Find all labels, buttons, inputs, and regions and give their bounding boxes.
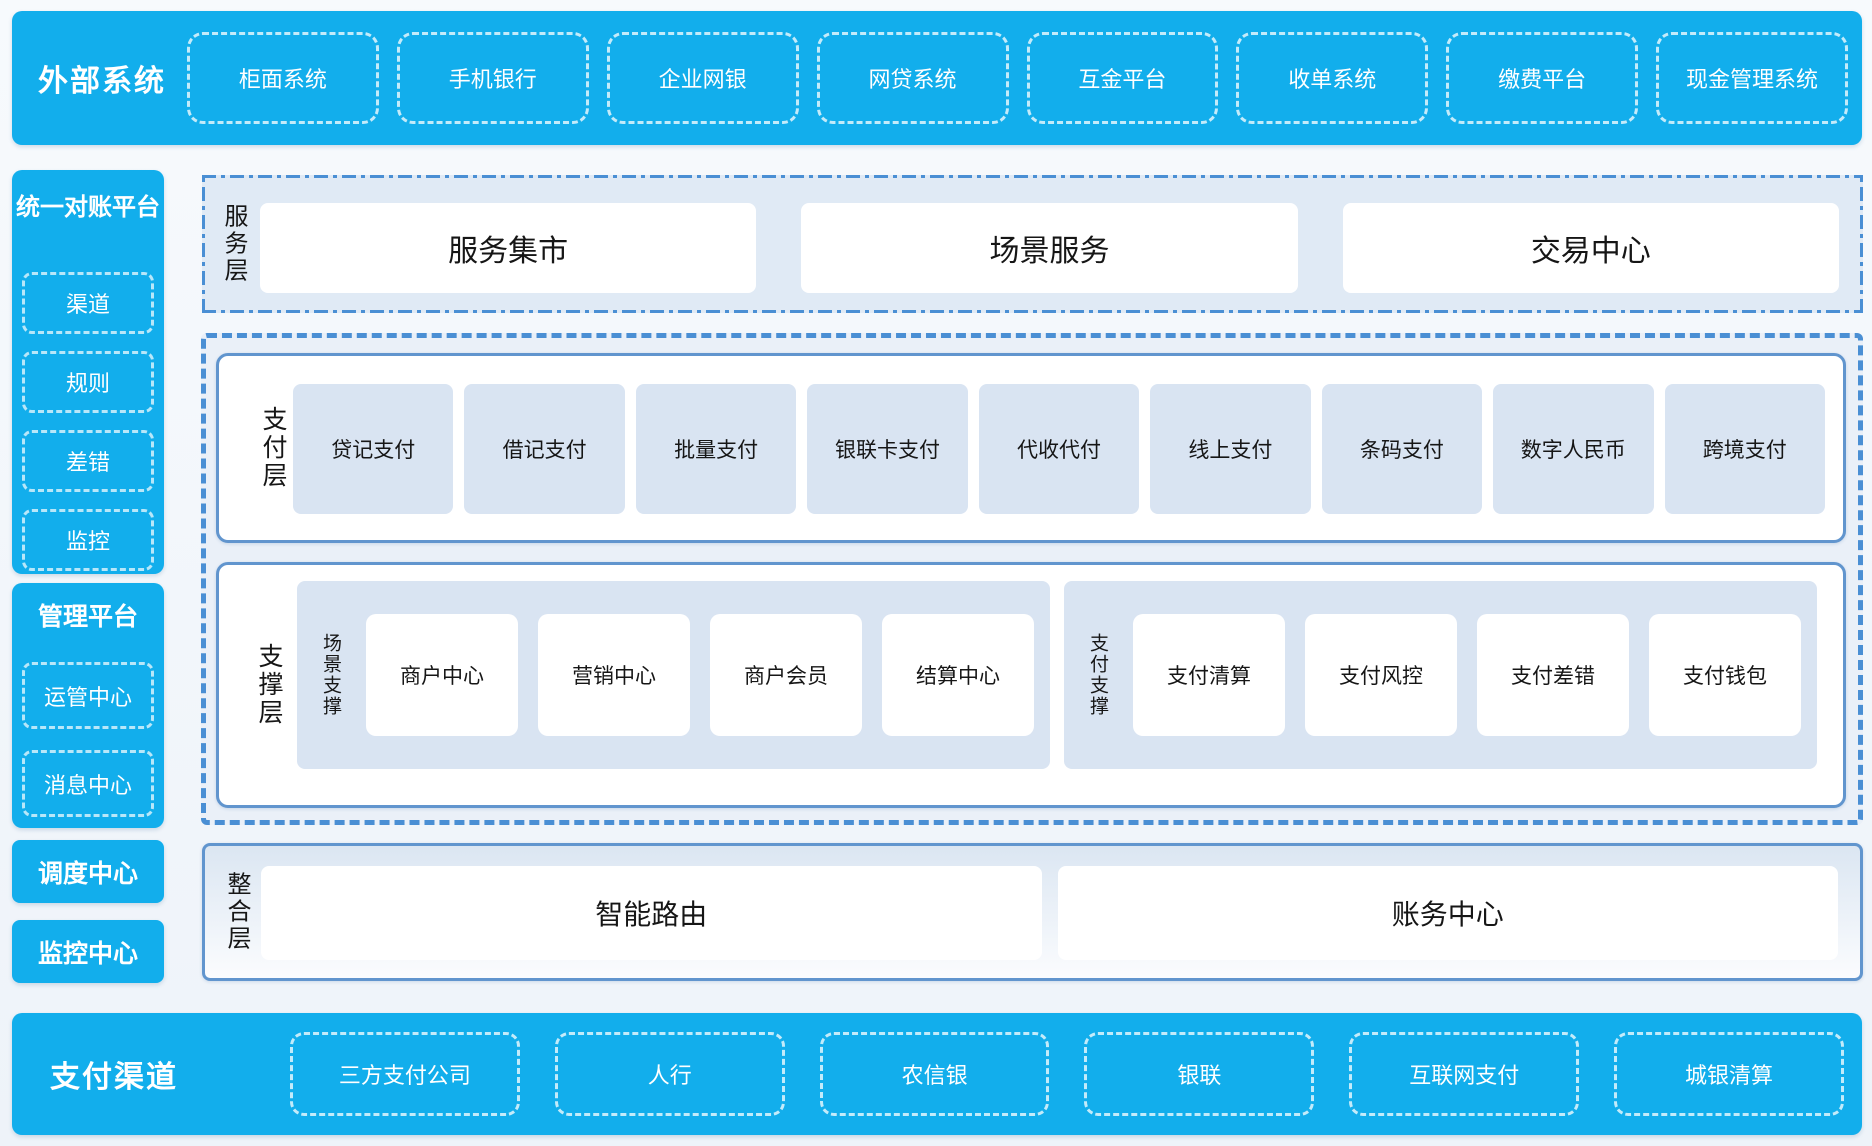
payment-support-node: 支付清算 [1133,614,1285,736]
scene-support-items: 商户中心 营销中心 商户会员 结算中心 [366,614,1034,736]
mgmt-item-node: 消息中心 [22,750,154,817]
payment-support-node: 支付差错 [1477,614,1629,736]
integration-layer-label: 整合层 [223,871,250,953]
channel-node: 银联 [1084,1032,1315,1116]
service-layer-container: 服务层 服务集市 场景服务 交易中心 [202,175,1863,313]
channel-node: 城银清算 [1614,1032,1844,1116]
recon-item-node: 渠道 [22,272,154,334]
channel-node: 三方支付公司 [290,1032,520,1116]
payment-layer-items: 贷记支付 借记支付 批量支付 银联卡支付 代收代付 线上支付 条码支付 数字人民… [293,384,1825,514]
recon-item-node: 差错 [22,430,154,492]
integration-layer-container: 整合层 智能路由 账务中心 [202,843,1863,981]
external-system-node: 收单系统 [1236,32,1429,124]
mgmt-platform-block: 管理平台 运管中心 消息中心 [12,583,164,828]
payment-node: 跨境支付 [1664,384,1825,514]
payment-node: 代收代付 [978,384,1140,514]
integration-node: 智能路由 [261,866,1042,960]
external-system-node: 缴费平台 [1446,32,1639,124]
recon-platform-items: 渠道 规则 差错 监控 [22,272,154,571]
recon-item-node: 监控 [22,509,154,571]
scene-support-node: 商户中心 [366,614,518,736]
support-layer-label: 支撑层 [255,643,283,727]
scene-support-node: 商户会员 [710,614,862,736]
payment-node: 数字人民币 [1493,384,1654,514]
payment-node: 贷记支付 [293,384,454,514]
integration-node: 账务中心 [1057,866,1838,960]
payment-support-group: 支付支撑 支付清算 支付风控 支付差错 支付钱包 [1064,581,1817,769]
external-system-node: 现金管理系统 [1656,32,1848,124]
payment-node: 条码支付 [1321,384,1483,514]
channel-node: 互联网支付 [1349,1032,1580,1116]
payment-node: 借记支付 [464,384,625,514]
scene-support-group: 场景支撑 商户中心 营销中心 商户会员 结算中心 [297,581,1050,769]
payment-support-node: 支付钱包 [1649,614,1801,736]
external-systems-bar: 外部系统 柜面系统 手机银行 企业网银 网贷系统 互金平台 收单系统 缴费平台 … [12,11,1862,145]
external-systems-items: 柜面系统 手机银行 企业网银 网贷系统 互金平台 收单系统 缴费平台 现金管理系… [187,32,1848,124]
service-layer-items: 服务集市 场景服务 交易中心 [260,203,1839,293]
dispatch-center-block: 调度中心 [12,840,164,903]
service-node: 场景服务 [801,203,1298,293]
payment-support-label: 支付支撑 [1087,633,1108,717]
service-node: 交易中心 [1342,203,1839,293]
external-system-node: 柜面系统 [187,32,379,124]
payment-support-container: 支付层 贷记支付 借记支付 批量支付 银联卡支付 代收代付 线上支付 条码支付 … [201,333,1863,825]
payment-support-items: 支付清算 支付风控 支付差错 支付钱包 [1133,614,1801,736]
support-layer-box: 支撑层 场景支撑 商户中心 营销中心 商户会员 结算中心 支付支撑 支付清算 支… [216,562,1846,808]
scene-support-label: 场景支撑 [320,633,341,717]
integration-layer-items: 智能路由 账务中心 [261,866,1838,960]
scene-support-node: 营销中心 [538,614,690,736]
support-layer-groups: 场景支撑 商户中心 营销中心 商户会员 结算中心 支付支撑 支付清算 支付风控 … [297,581,1817,769]
monitor-center-block: 监控中心 [12,920,164,983]
payment-node: 银联卡支付 [807,384,968,514]
mgmt-platform-title: 管理平台 [37,603,138,631]
external-system-node: 企业网银 [606,32,799,124]
recon-item-node: 规则 [22,351,154,413]
mgmt-item-node: 运管中心 [22,662,154,729]
external-system-node: 手机银行 [396,32,589,124]
payment-channels-items: 三方支付公司 人行 农信银 银联 互联网支付 城银清算 [290,1032,1844,1116]
channel-node: 人行 [554,1032,785,1116]
external-system-node: 网贷系统 [816,32,1009,124]
channel-node: 农信银 [819,1032,1050,1116]
payment-support-node: 支付风控 [1305,614,1457,736]
payment-layer-label: 支付层 [259,406,287,490]
recon-platform-title: 统一对账平台 [16,194,160,221]
service-layer-label: 服务层 [220,203,247,285]
external-systems-title: 外部系统 [38,65,166,98]
scene-support-node: 结算中心 [882,614,1034,736]
payment-channels-title: 支付渠道 [50,1061,178,1094]
payment-channels-bar: 支付渠道 三方支付公司 人行 农信银 银联 互联网支付 城银清算 [12,1013,1862,1135]
payment-layer-box: 支付层 贷记支付 借记支付 批量支付 银联卡支付 代收代付 线上支付 条码支付 … [216,353,1846,543]
payment-node: 线上支付 [1150,384,1311,514]
recon-platform-block: 统一对账平台 渠道 规则 差错 监控 [12,170,164,574]
external-system-node: 互金平台 [1026,32,1219,124]
payment-node: 批量支付 [635,384,797,514]
service-node: 服务集市 [260,203,757,293]
mgmt-platform-items: 运管中心 消息中心 [22,662,154,817]
